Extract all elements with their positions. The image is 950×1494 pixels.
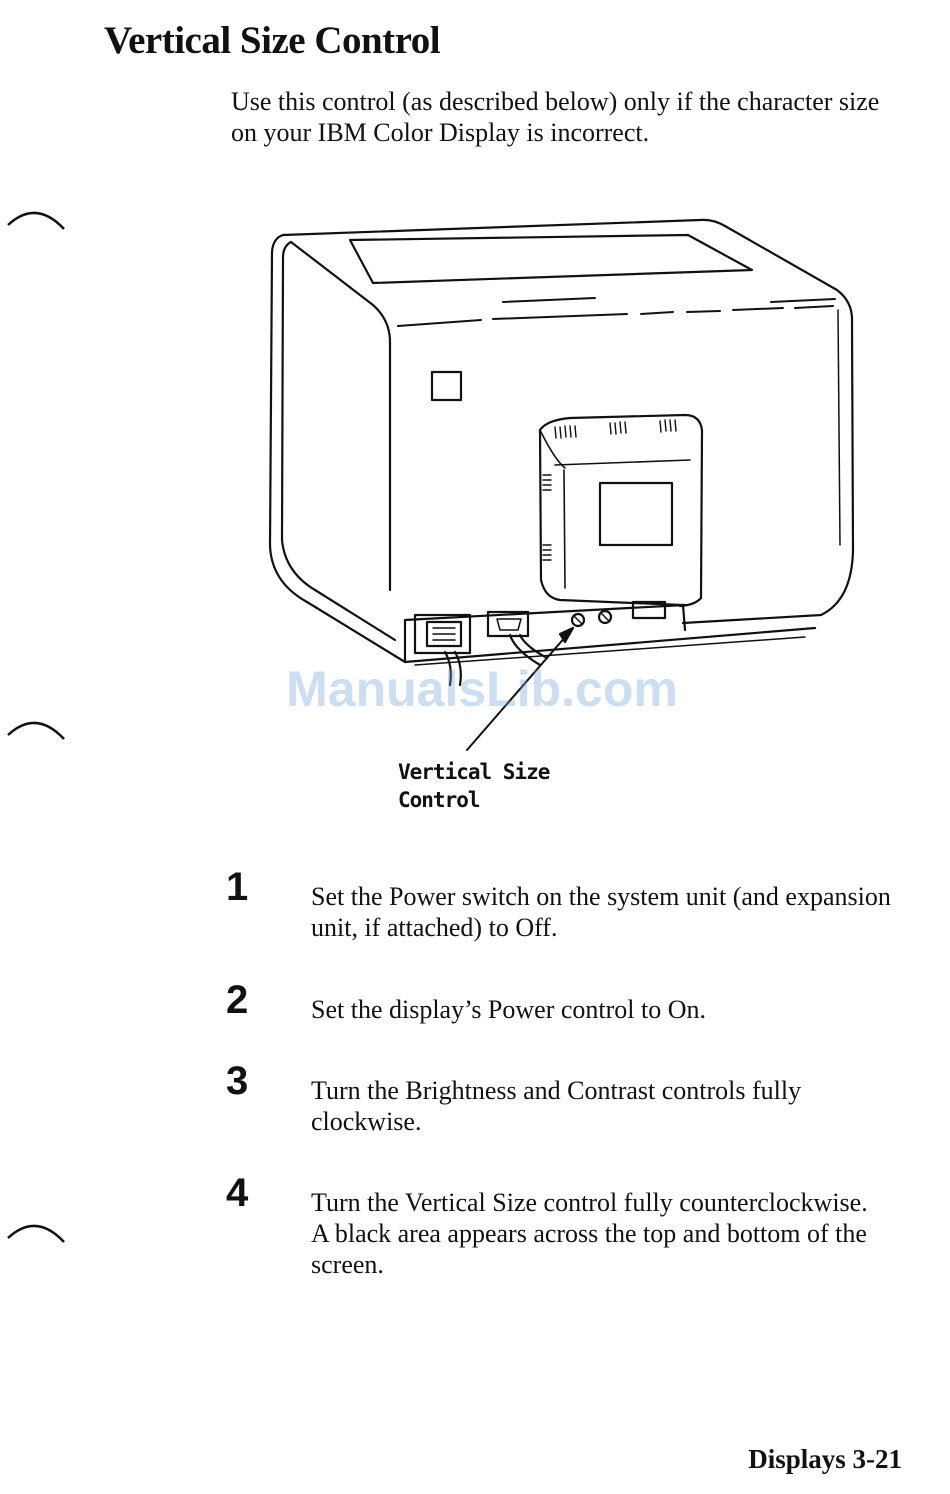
step-text: Set the display’s Power control to On.: [311, 995, 707, 1024]
step-text: Turn the Vertical Size control fully cou…: [311, 1188, 868, 1279]
intro-paragraph: Use this control (as described below) on…: [231, 87, 880, 147]
step-number: 4: [226, 1171, 249, 1215]
figure-callout: Vertical Size Control: [398, 758, 550, 814]
step-text: Set the Power switch on the system unit …: [311, 882, 891, 942]
step-number: 2: [226, 978, 249, 1022]
callout-line-1: Vertical Size: [398, 760, 550, 784]
page-footer: Displays 3-21: [748, 1444, 902, 1474]
callout-line-2: Control: [398, 788, 481, 812]
monitor-rear-view-illustration: [268, 218, 855, 751]
step-number: 3: [226, 1059, 249, 1103]
page-title: Vertical Size Control: [104, 19, 441, 62]
binder-hole-mark-top: [7, 211, 65, 230]
binder-hole-mark-bottom: [7, 1224, 65, 1243]
step-text: Turn the Brightness and Contrast control…: [311, 1076, 802, 1136]
step-number: 1: [226, 865, 249, 909]
binder-hole-mark-middle: [7, 721, 65, 740]
